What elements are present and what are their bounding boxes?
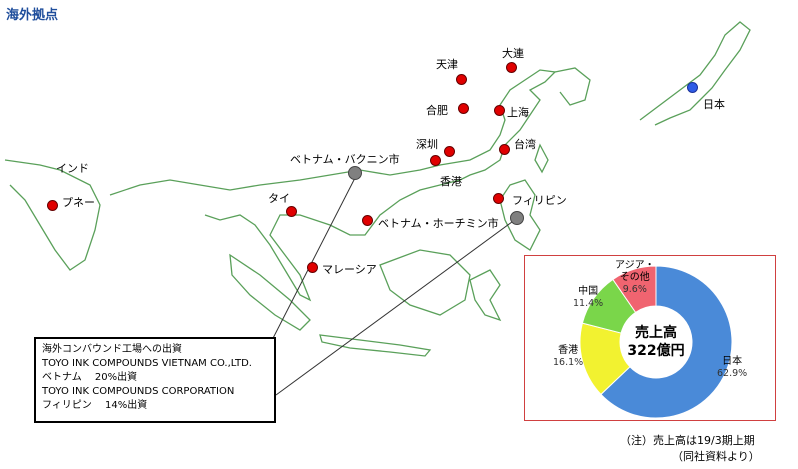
- chart-center-title: 売上高: [635, 325, 677, 341]
- info-philippines-stake: フィリピン 14%出資: [42, 400, 148, 411]
- marker-japan[interactable]: [687, 82, 698, 93]
- marker-shenzhen[interactable]: [444, 146, 455, 157]
- marker-tianjin[interactable]: [456, 74, 467, 85]
- info-vietnam-company: TOYO INK COMPOUNDS VIETNAM CO.,LTD.: [42, 358, 252, 369]
- label-dalian: 大連: [502, 47, 524, 60]
- marker-pune[interactable]: [47, 200, 58, 211]
- marker-dalian[interactable]: [506, 62, 517, 73]
- slice-name-hongkong: 香港: [558, 345, 579, 356]
- donut-slice-asia-other: [612, 265, 657, 314]
- slice-name-asia-other: アジア・ その他: [615, 260, 655, 283]
- slice-name-china: 中国: [578, 286, 599, 297]
- slice-value-china: 11.4%: [573, 298, 604, 309]
- coastline-india: [4, 159, 101, 271]
- label-vn-hcm: ベトナム・ホーチミン市: [378, 217, 499, 230]
- marker-hefei[interactable]: [458, 103, 469, 114]
- coastline-philippines: [499, 179, 541, 251]
- slice-name-japan: 日本: [722, 356, 743, 367]
- slice-label-japan: 日本 62.9%: [717, 356, 747, 380]
- coastline-mainland: [109, 69, 557, 302]
- slice-value-asia-other: 9.6%: [622, 284, 647, 295]
- slice-value-japan: 62.9%: [717, 368, 748, 379]
- label-japan: 日本: [703, 98, 725, 111]
- label-india: インド: [56, 162, 89, 175]
- investment-info-box: 海外コンバウンド工場への出資 TOYO INK COMPOUNDS VIETNA…: [34, 337, 276, 423]
- donut-slice-japan: [600, 265, 733, 419]
- marker-thailand[interactable]: [286, 206, 297, 217]
- marker-malaysia[interactable]: [307, 262, 318, 273]
- marker-hongkong[interactable]: [430, 155, 441, 166]
- slice-label-asia-other: アジア・ その他 9.6%: [615, 260, 655, 296]
- info-heading: 海外コンバウンド工場への出資: [42, 344, 182, 355]
- coastline-java: [319, 334, 432, 357]
- label-pune: プネー: [62, 196, 95, 209]
- label-shenzhen: 深圳: [416, 138, 438, 151]
- page-title: 海外拠点: [6, 8, 59, 23]
- info-vietnam-stake: ベトナム 20%出資: [42, 372, 138, 383]
- slice-label-china: 中国 11.4%: [573, 286, 603, 310]
- sales-donut-chart: [579, 265, 733, 419]
- footnote-source: （同社資料より）: [672, 450, 760, 463]
- coastline-korea: [554, 67, 591, 106]
- chart-center-label: 売上高 322億円: [626, 324, 686, 360]
- label-tianjin: 天津: [436, 58, 458, 71]
- chart-center-value: 322億円: [627, 343, 685, 359]
- slice-value-hongkong: 16.1%: [553, 357, 584, 368]
- marker-philippines-investment[interactable]: [510, 211, 524, 225]
- label-shanghai: 上海: [507, 106, 529, 119]
- coastline-taiwan: [534, 143, 549, 174]
- marker-vn-bacninh-investment[interactable]: [348, 166, 362, 180]
- leader-line-philippines: [275, 218, 517, 396]
- footnote-sales-period: （注）売上高は19/3期上期: [620, 434, 755, 447]
- label-malaysia: マレーシア: [322, 263, 377, 276]
- marker-vn-hcm[interactable]: [362, 215, 373, 226]
- coastline-sumatra: [229, 253, 311, 331]
- marker-taiwan[interactable]: [499, 144, 510, 155]
- label-vn-bacninh: ベトナム・バクニン市: [290, 153, 400, 166]
- sales-chart-panel: 売上高 322億円 日本 62.9% 香港 16.1% 中国 11.4% アジア…: [524, 255, 776, 421]
- marker-philippines[interactable]: [493, 193, 504, 204]
- label-philippines: フィリピン: [512, 194, 567, 207]
- slice-label-hongkong: 香港 16.1%: [553, 345, 583, 369]
- info-philippines-company: TOYO INK COMPOUNDS CORPORATION: [42, 386, 235, 397]
- label-hefei: 合肥: [426, 104, 448, 117]
- label-thailand: タイ: [268, 192, 290, 205]
- label-taiwan: 台湾: [514, 138, 536, 151]
- coastline-japan: [639, 21, 751, 126]
- marker-shanghai[interactable]: [494, 105, 505, 116]
- label-hongkong: 香港: [440, 175, 462, 188]
- coastline-sulawesi: [469, 269, 502, 322]
- coastline-borneo: [379, 249, 471, 316]
